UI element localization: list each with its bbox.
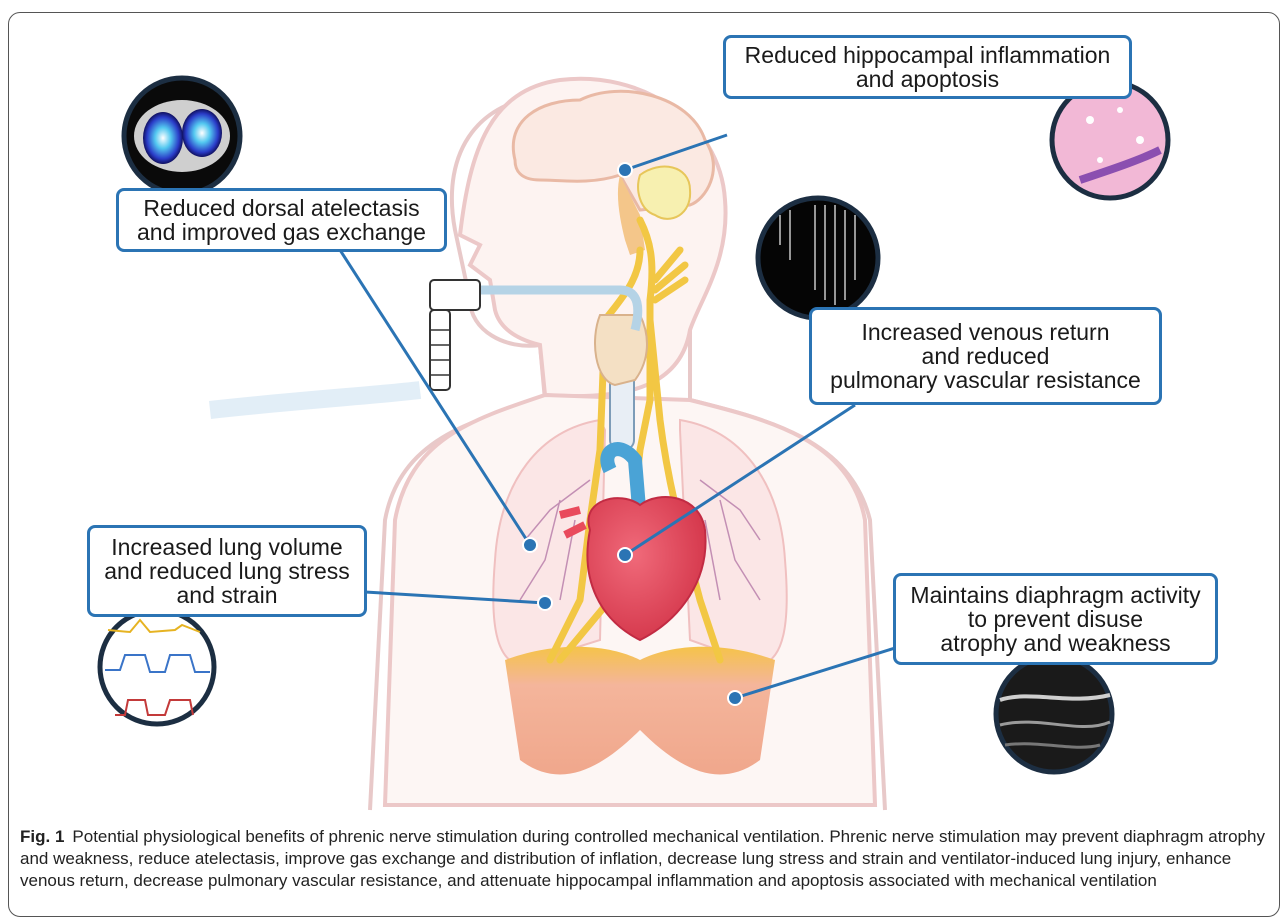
illustration — [0, 0, 1284, 820]
callout-diaphragm: Maintains diaphragm activity to prevent … — [893, 573, 1218, 665]
ventilator-hose — [430, 310, 450, 390]
figure-label: Fig. 1 — [20, 827, 64, 846]
diaphragm-ultrasound-inset — [996, 656, 1112, 772]
callout-hippocampus: Reduced hippocampal inflammation and apo… — [723, 35, 1132, 99]
ultrasound-mmode-inset — [758, 198, 878, 318]
ventilator-connector — [430, 280, 480, 310]
callout-venous-return: Increased venous return and reduced pulm… — [809, 307, 1162, 405]
figure-caption-text: Potential physiological benefits of phre… — [20, 827, 1265, 890]
callout-atelectasis: Reduced dorsal atelectasis and improved … — [116, 188, 447, 252]
callout-lung-volume: Increased lung volume and reduced lung s… — [87, 525, 367, 617]
callout-diaphragm-text: Maintains diaphragm activity to prevent … — [910, 583, 1200, 655]
ct-scan-inset — [124, 78, 240, 194]
histology-inset — [1052, 82, 1168, 198]
waveform-inset — [100, 610, 214, 724]
callout-hippocampus-text: Reduced hippocampal inflammation and apo… — [745, 43, 1111, 91]
callout-venous-return-text: Increased venous return and reduced pulm… — [830, 320, 1141, 392]
callout-lung-volume-text: Increased lung volume and reduced lung s… — [104, 535, 350, 607]
callout-atelectasis-text: Reduced dorsal atelectasis and improved … — [137, 196, 426, 244]
airflow — [210, 390, 420, 410]
